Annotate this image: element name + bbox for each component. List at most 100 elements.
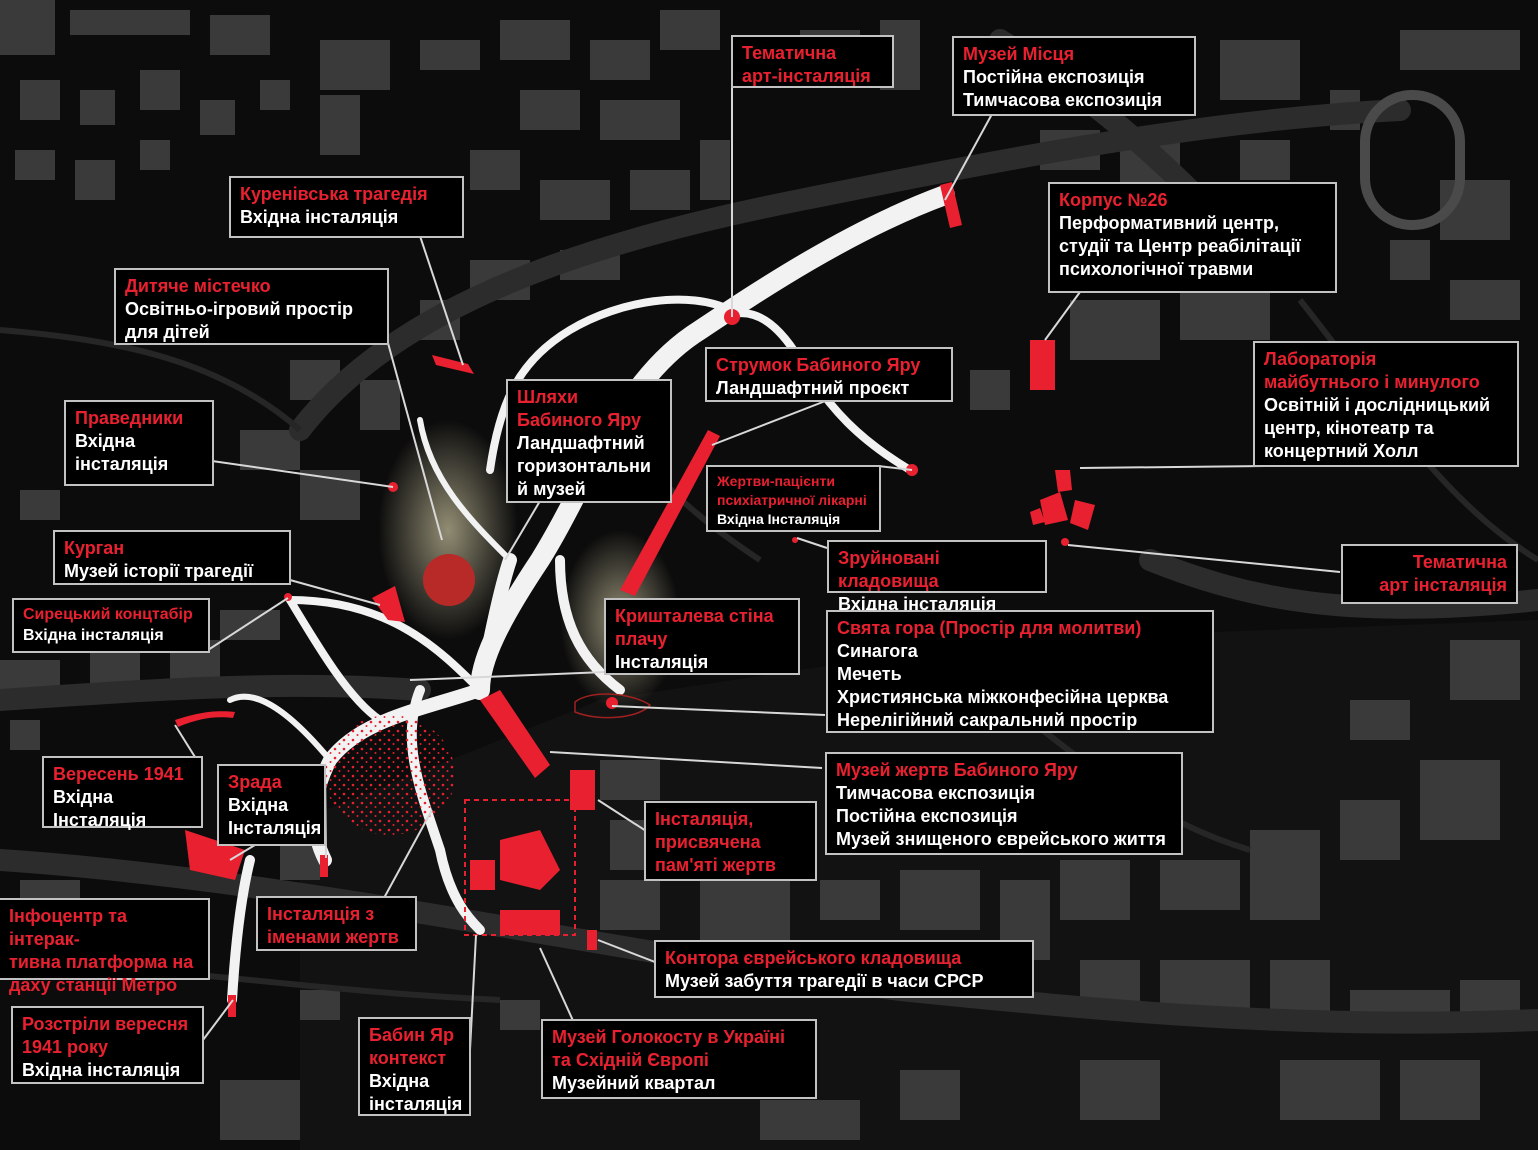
label-title: Інфоцентр та інтерак- xyxy=(9,906,127,949)
label-title: Розстріли вересня xyxy=(22,1014,189,1034)
label-desc: Музей знищеного єврейського життя xyxy=(836,829,1166,849)
label-title: Зруйновані кладовища xyxy=(838,548,940,591)
glow-zone xyxy=(378,420,518,640)
museum-building xyxy=(570,770,595,810)
label-kurenivska: Куренівська трагедія Вхідна інсталяція xyxy=(229,176,464,238)
label-title: Сирецький концтабір xyxy=(23,606,193,623)
label-pravednyky: Праведники Вхідна інсталяція xyxy=(64,400,214,486)
label-desc: концертний Холл xyxy=(1264,441,1419,461)
label-desc: Музей історії трагедії xyxy=(64,561,254,581)
label-dytiache: Дитяче містечко Освітньо-ігровий простір… xyxy=(114,268,389,345)
label-desc: Освітньо-ігровий простір xyxy=(125,299,353,319)
label-desc: Інсталяція xyxy=(228,818,322,838)
label-title: Лабораторія xyxy=(1264,349,1377,369)
label-title: Музей жертв Бабиного Яру xyxy=(836,760,1078,780)
label-title: Вересень 1941 xyxy=(53,764,184,784)
label-babyn-yar-kontekst: Бабин Яр контекст Вхідна інсталяція xyxy=(358,1017,471,1116)
label-title: Тематична xyxy=(1412,552,1507,572)
label-zruinovani: Зруйновані кладовища Вхідна інсталяція xyxy=(827,540,1047,614)
label-title: Музей Голокосту в Україні xyxy=(552,1027,785,1047)
installation-point xyxy=(606,697,618,709)
label-title: Бабин Яр xyxy=(369,1025,454,1045)
label-desc: Ландшафтний проєкт xyxy=(716,378,910,398)
label-imena: Інсталяція з іменами жертв xyxy=(256,896,417,951)
museum-entrance-path xyxy=(480,690,550,778)
label-muzei-mistsia: Музей Місця Постійна експозиція Тимчасов… xyxy=(952,36,1196,116)
label-desc: Інсталяція xyxy=(615,652,709,672)
label-syretskyi: Сирецький концтабір Вхідна інсталяція xyxy=(12,598,210,653)
label-title: присвячена xyxy=(655,832,761,852)
label-desc: Освітній і дослідницький xyxy=(1264,395,1491,415)
label-title: Інсталяція, xyxy=(655,809,754,829)
label-muzei-holokostu: Музей Голокосту в Україні та Східній Євр… xyxy=(541,1019,817,1099)
stadium xyxy=(1360,90,1465,230)
sacred-space-outline xyxy=(574,693,652,719)
label-desc: Вхідна інсталяція xyxy=(838,594,997,614)
label-desc: горизонтальни xyxy=(517,456,651,476)
label-title: Інсталяція з xyxy=(267,904,375,924)
installation-point xyxy=(792,537,798,543)
label-desc: Ландшафтний xyxy=(517,433,645,453)
label-title: Бабиного Яру xyxy=(517,410,641,430)
kurhan-mound xyxy=(423,554,475,606)
installation-mark xyxy=(228,995,236,1017)
infocenter-building xyxy=(185,830,245,880)
label-desc: Вхідна xyxy=(228,795,289,815)
label-tematychna-top: Тематична арт-інсталяція xyxy=(731,35,894,88)
label-title: Свята гора (Простір для молитви) xyxy=(837,618,1142,638)
label-desc: інсталяція xyxy=(75,454,169,474)
label-desc: для дітей xyxy=(125,322,210,342)
installation-mark xyxy=(587,930,597,950)
label-desc: Музейний квартал xyxy=(552,1073,716,1093)
label-sviata-hora: Свята гора (Простір для молитви) Синагог… xyxy=(826,610,1214,733)
label-title: Музей Місця xyxy=(963,44,1075,64)
korpus26-building xyxy=(1030,340,1055,390)
label-title: Курган xyxy=(64,538,125,558)
label-title: Тематична xyxy=(742,43,837,63)
label-desc: й музей xyxy=(517,479,586,499)
label-kontora: Контора єврейського кладовища Музей забу… xyxy=(654,940,1034,998)
label-desc: Синагога xyxy=(837,641,918,661)
label-desc: Інсталяція xyxy=(53,810,147,830)
label-muzei-zhertv: Музей жертв Бабиного Яру Тимчасова експо… xyxy=(825,752,1183,855)
label-desc: психологічної травми xyxy=(1059,259,1254,279)
label-title: плачу xyxy=(615,629,668,649)
label-infotsentr: Інфоцентр та інтерак- тивна платформа на… xyxy=(0,898,210,995)
label-desc: Перформативний центр, xyxy=(1059,213,1280,233)
installation-point xyxy=(1061,538,1069,546)
label-desc: Музей забуття трагедії в часи СРСР xyxy=(665,971,984,991)
label-desc: центр, кінотеатр та xyxy=(1264,418,1434,438)
installation-mark xyxy=(432,355,474,374)
label-title: арт-інсталяція xyxy=(742,66,871,86)
label-title: Струмок Бабиного Яру xyxy=(716,355,921,375)
label-veresen1941: Вересень 1941 Вхідна Інсталяція xyxy=(42,756,203,830)
holocaust-museum-buildings xyxy=(470,830,560,935)
label-title: пам'яті жертв xyxy=(655,855,776,875)
label-zhertvy-patsienty: Жертви-пацієнти психіатричної лікарні Вх… xyxy=(706,465,881,532)
label-title: Шляхи xyxy=(517,387,579,407)
label-title: Кришталева стіна xyxy=(615,606,774,626)
label-desc: Християнська міжконфесійна церква xyxy=(837,687,1169,707)
label-title: Жертви-пацієнти xyxy=(717,473,835,489)
label-desc: Вхідна інсталяція xyxy=(240,207,399,227)
label-title: іменами жертв xyxy=(267,927,399,947)
label-desc: Вхідна інсталяція xyxy=(23,627,164,644)
label-title: Куренівська трагедія xyxy=(240,184,428,204)
label-title: Контора єврейського кладовища xyxy=(665,948,962,968)
label-title: Дитяче містечко xyxy=(125,276,271,296)
label-instaliatsiia-pamiati: Інсталяція, присвячена пам'яті жертв xyxy=(644,801,817,881)
label-title: Зрада xyxy=(228,772,282,792)
label-shliakhy: Шляхи Бабиного Яру Ландшафтний горизонта… xyxy=(506,379,672,503)
label-desc: інсталяція xyxy=(369,1094,463,1114)
label-desc: Вхідна інсталяція xyxy=(22,1060,181,1080)
installation-mark xyxy=(320,855,328,877)
label-kryshtaleva: Кришталева стіна плачу Інсталяція xyxy=(604,598,800,675)
label-desc: Вхідна xyxy=(53,787,114,807)
label-title: тивна платформа на xyxy=(9,952,194,972)
label-strumok: Струмок Бабиного Яру Ландшафтний проєкт xyxy=(705,347,953,402)
installation-mark xyxy=(372,586,405,622)
label-desc: Вхідна Інсталяція xyxy=(717,511,841,527)
label-desc: Постійна експозиція xyxy=(963,67,1145,87)
label-zrada: Зрада Вхідна Інсталяція xyxy=(217,764,326,846)
label-tematychna-right: Тематична арт інсталяція xyxy=(1341,544,1518,604)
